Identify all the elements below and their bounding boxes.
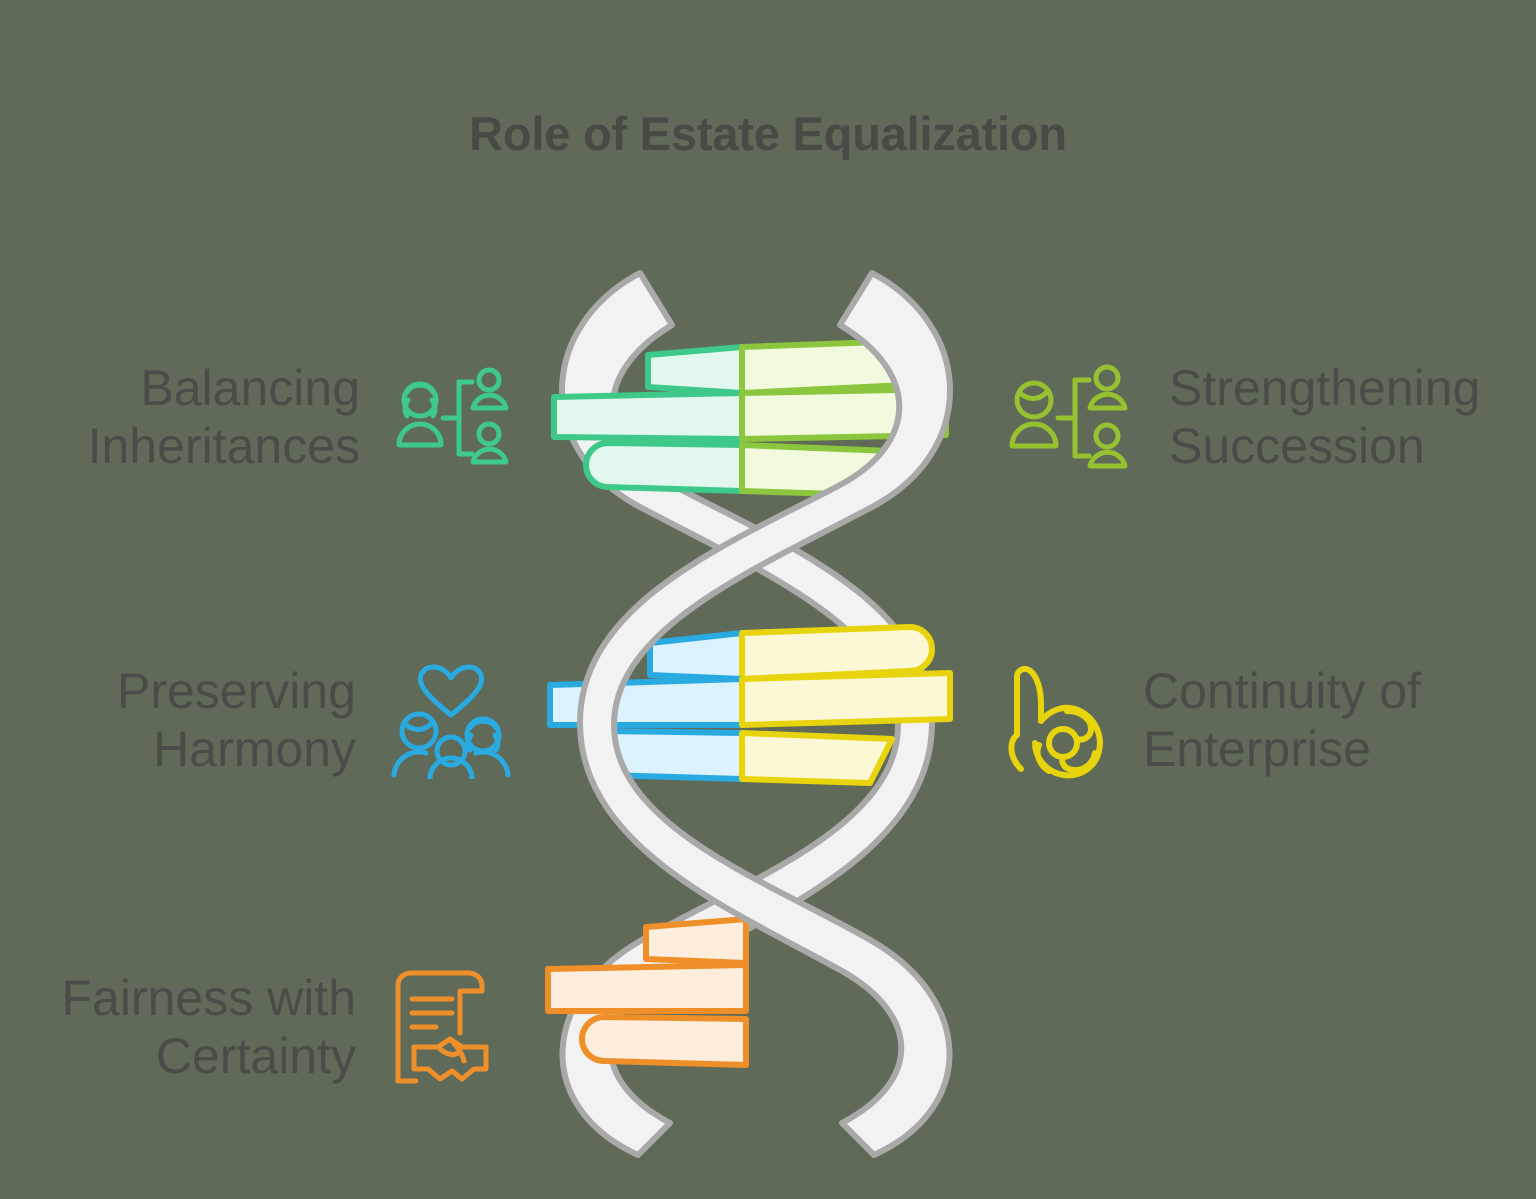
family-tree-icon [396, 367, 509, 465]
item-continuity-of-enterprise[interactable]: Continuity of Enterprise [1005, 655, 1525, 785]
page-title: Role of Estate Equalization [469, 107, 1067, 160]
item-label-strengthening-succession: Strengthening Succession [1169, 359, 1481, 475]
item-balancing-inheritances[interactable]: Balancing Inheritances [0, 352, 512, 482]
helix-ribbon-overlay [576, 270, 953, 1158]
item-label-fairness-with-certainty: Fairness with Certainty [61, 969, 356, 1085]
contract-handshake-icon [395, 970, 489, 1084]
item-preserving-harmony[interactable]: Preserving Harmony [0, 655, 512, 785]
item-strengthening-succession[interactable]: Strengthening Succession [1005, 352, 1525, 482]
item-label-continuity-of-enterprise: Continuity of Enterprise [1143, 662, 1421, 778]
item-label-preserving-harmony: Preserving Harmony [117, 662, 356, 778]
continuity-wheel-icon [1008, 665, 1103, 779]
item-label-balancing-inheritances: Balancing Inheritances [87, 359, 360, 475]
dna-double-helix [545, 270, 953, 1158]
family-heart-icon [391, 664, 511, 779]
item-fairness-with-certainty[interactable]: Fairness with Certainty [0, 962, 512, 1092]
rung-group-bottom [545, 916, 749, 1068]
family-tree-icon [1009, 364, 1128, 469]
